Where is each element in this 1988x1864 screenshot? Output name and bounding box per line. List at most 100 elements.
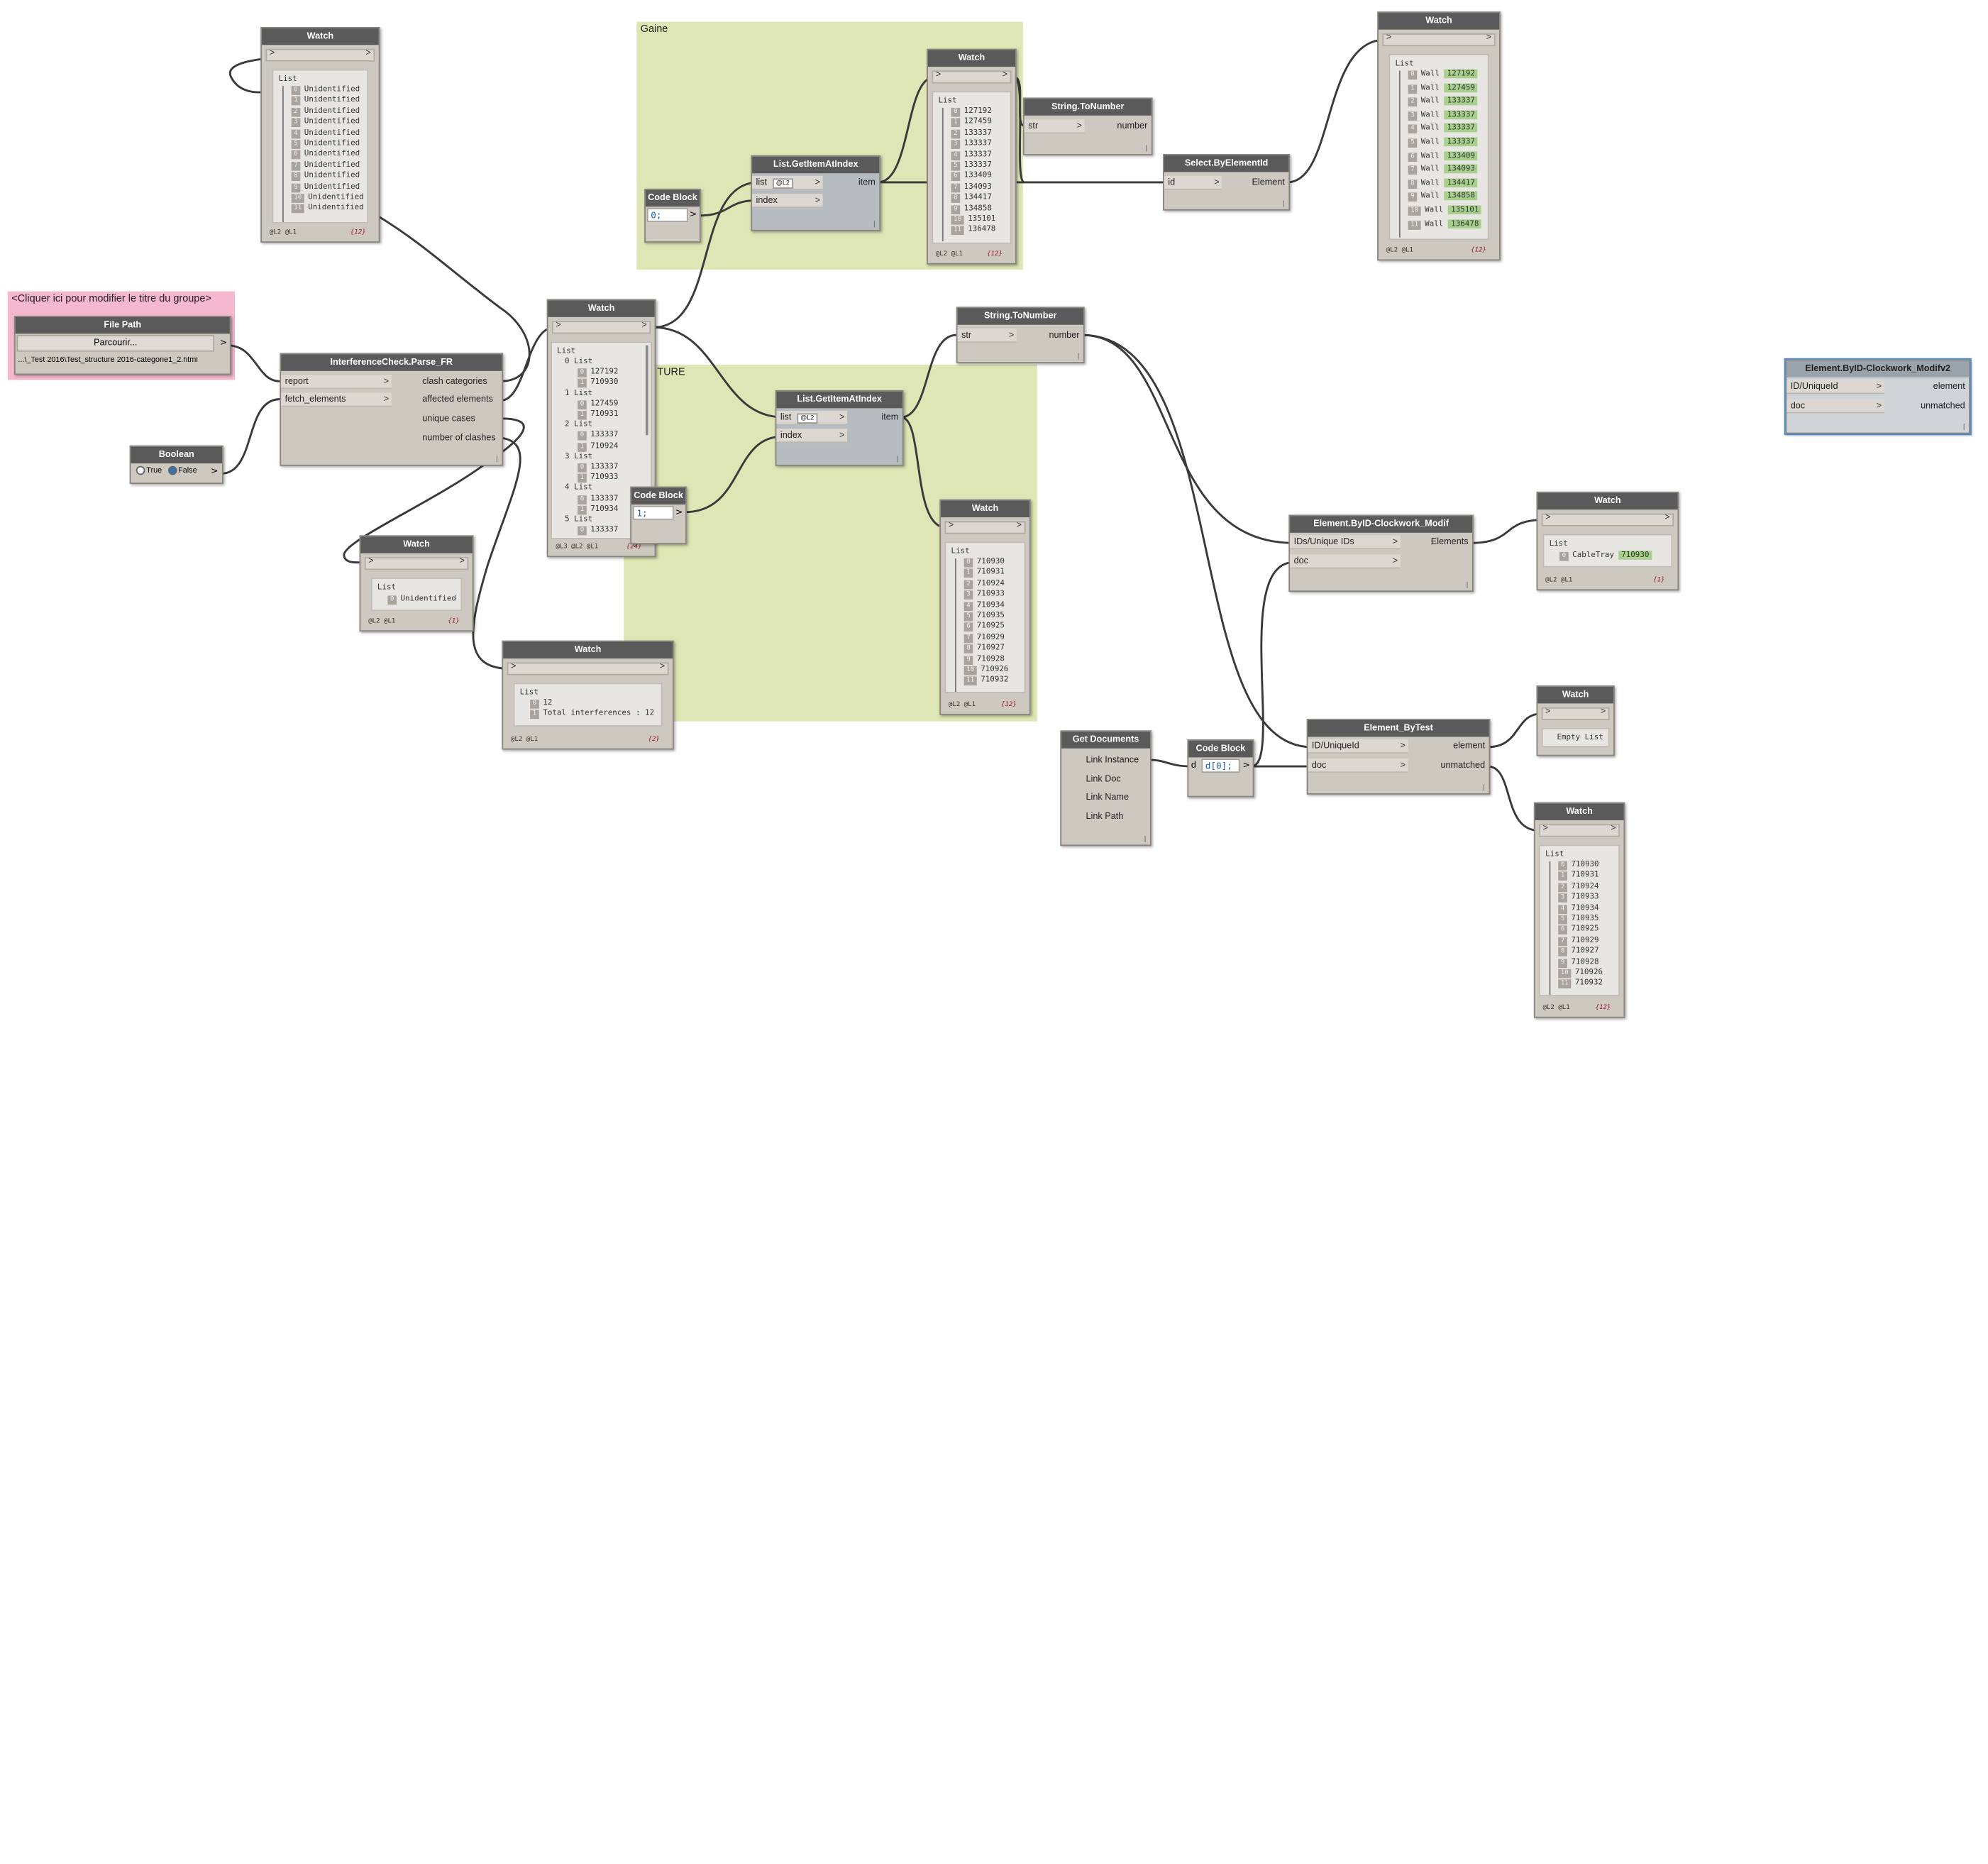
input-chevron-icon[interactable]: >: [1545, 707, 1551, 717]
input-port-str[interactable]: str>: [957, 329, 1017, 343]
file-path-value[interactable]: ...\_Test 2016\Test_structure 2016-categ…: [18, 356, 198, 365]
watch-port-bar[interactable]: >>: [1382, 33, 1496, 47]
element-id-value[interactable]: 133409: [1445, 150, 1478, 160]
output-port-item[interactable]: item: [881, 413, 899, 423]
watch-port-bar[interactable]: >>: [551, 321, 651, 334]
lacing-selector[interactable]: @L2: [772, 178, 794, 189]
watch-port-bar[interactable]: >>: [1541, 707, 1610, 720]
element-id-value[interactable]: 127192: [1445, 69, 1478, 79]
output-port-unmatched[interactable]: unmatched: [1921, 402, 1965, 411]
radio-true[interactable]: [136, 465, 145, 475]
lacing-selector[interactable]: @L2: [796, 413, 818, 424]
output-chevron-icon[interactable]: >: [1486, 33, 1492, 43]
output-port-unique-cases[interactable]: unique cases: [422, 414, 475, 424]
output-chevron-icon[interactable]: >: [210, 465, 219, 477]
input-port-id-uniqueid[interactable]: ID/UniqueId>: [1787, 380, 1884, 395]
element-id-value[interactable]: 133337: [1445, 96, 1478, 106]
resize-handle[interactable]: |: [1282, 200, 1285, 209]
element-id-value[interactable]: 136478: [1448, 219, 1482, 228]
string-tonumber-node-top[interactable]: String.ToNumber str> number |: [1022, 97, 1153, 155]
element-id-value[interactable]: 133337: [1445, 110, 1478, 119]
input-chevron-icon[interactable]: >: [368, 557, 374, 566]
code-editor[interactable]: 1;: [632, 505, 674, 520]
getitem-node-top[interactable]: List.GetItemAtIndex list@L2> index> item…: [751, 155, 881, 231]
watch-port-bar[interactable]: >>: [265, 48, 375, 62]
output-chevron-icon[interactable]: >: [1600, 707, 1606, 717]
input-chevron-icon[interactable]: >: [1386, 33, 1392, 43]
input-port-ids-unique-ids[interactable]: IDs/Unique IDs>: [1290, 535, 1401, 550]
input-port-report[interactable]: report>: [281, 375, 392, 390]
resize-handle[interactable]: |: [1145, 145, 1148, 153]
group-title[interactable]: <Cliquer ici pour modifier le titre du g…: [11, 292, 211, 304]
get-documents-node[interactable]: Get Documents Link Instance Link Doc Lin…: [1060, 730, 1152, 846]
output-chevron-icon[interactable]: >: [675, 507, 683, 518]
element-id-value[interactable]: 133337: [1445, 123, 1478, 133]
output-chevron-icon[interactable]: >: [459, 557, 465, 566]
getitem-node-bottom[interactable]: List.GetItemAtIndex list@L2> index> item…: [775, 390, 904, 466]
input-port-fetch-elements[interactable]: fetch_elements>: [281, 392, 392, 407]
input-chevron-icon[interactable]: >: [1542, 824, 1548, 834]
output-port-number[interactable]: number: [1117, 121, 1148, 131]
output-port-clash-categories[interactable]: clash categories: [422, 377, 487, 387]
output-chevron-icon[interactable]: >: [1664, 513, 1670, 523]
output-port-link-instance[interactable]: Link Instance: [1086, 756, 1139, 766]
parse-node[interactable]: InterferenceCheck.Parse_FR report> fetch…: [280, 353, 504, 466]
resize-handle[interactable]: |: [495, 456, 498, 464]
select-by-element-id-node[interactable]: Select.ByElementId id> Element |: [1163, 154, 1291, 211]
output-port-number-of-clashes[interactable]: number of clashes: [422, 434, 496, 443]
output-port-link-name[interactable]: Link Name: [1086, 793, 1130, 803]
input-chevron-icon[interactable]: >: [948, 521, 954, 531]
resize-handle[interactable]: |: [1483, 784, 1486, 793]
input-port-index[interactable]: index>: [776, 429, 848, 443]
element-id-value[interactable]: 134858: [1445, 192, 1478, 201]
output-chevron-icon[interactable]: >: [1611, 824, 1616, 834]
byid-clockwork-modifv2-node[interactable]: Element.ByID-Clockwork_Modifv2 ID/Unique…: [1784, 358, 1972, 436]
string-tonumber-node-bottom[interactable]: String.ToNumber str> number |: [956, 307, 1085, 363]
watch-node-empty[interactable]: Watch >> Empty List: [1536, 685, 1615, 756]
resize-handle[interactable]: |: [1077, 353, 1080, 361]
output-chevron-icon[interactable]: >: [689, 209, 697, 220]
resize-handle[interactable]: |: [1466, 581, 1469, 590]
element-id-value[interactable]: 134093: [1445, 164, 1478, 174]
output-port-element[interactable]: element: [1933, 382, 1965, 392]
resize-handle[interactable]: |: [873, 221, 876, 229]
input-chevron-icon[interactable]: >: [556, 321, 561, 330]
input-port-doc[interactable]: doc>: [1290, 554, 1401, 569]
output-port-elements[interactable]: Elements: [1430, 538, 1469, 547]
output-port-number[interactable]: number: [1049, 331, 1080, 341]
watch-port-bar[interactable]: >>: [932, 70, 1012, 84]
code-editor[interactable]: 0;: [646, 208, 688, 222]
output-chevron-icon[interactable]: >: [1002, 70, 1008, 80]
input-chevron-icon[interactable]: >: [1545, 513, 1551, 523]
output-chevron-icon[interactable]: >: [1242, 759, 1251, 771]
output-chevron-icon[interactable]: >: [641, 321, 647, 330]
input-port-doc[interactable]: doc>: [1308, 759, 1408, 773]
input-port-index[interactable]: index>: [752, 194, 823, 209]
element-id-value[interactable]: 127459: [1445, 82, 1478, 92]
radio-false[interactable]: [167, 465, 177, 475]
code-block-node-d[interactable]: Code Block d d[0]; >: [1187, 739, 1254, 798]
input-chevron-icon[interactable]: >: [269, 48, 275, 58]
output-port-link-doc[interactable]: Link Doc: [1086, 775, 1121, 785]
output-chevron-icon[interactable]: >: [219, 337, 228, 348]
output-port-element[interactable]: Element: [1252, 178, 1285, 188]
group-title[interactable]: TURE: [657, 365, 685, 377]
element-bytest-node[interactable]: Element_ByTest ID/UniqueId> doc> element…: [1306, 719, 1491, 795]
input-port-d[interactable]: d: [1191, 761, 1196, 771]
watch-port-bar[interactable]: >>: [944, 521, 1026, 534]
code-block-node-1[interactable]: Code Block 1; >: [630, 486, 687, 545]
element-id-value[interactable]: 135101: [1448, 205, 1482, 214]
